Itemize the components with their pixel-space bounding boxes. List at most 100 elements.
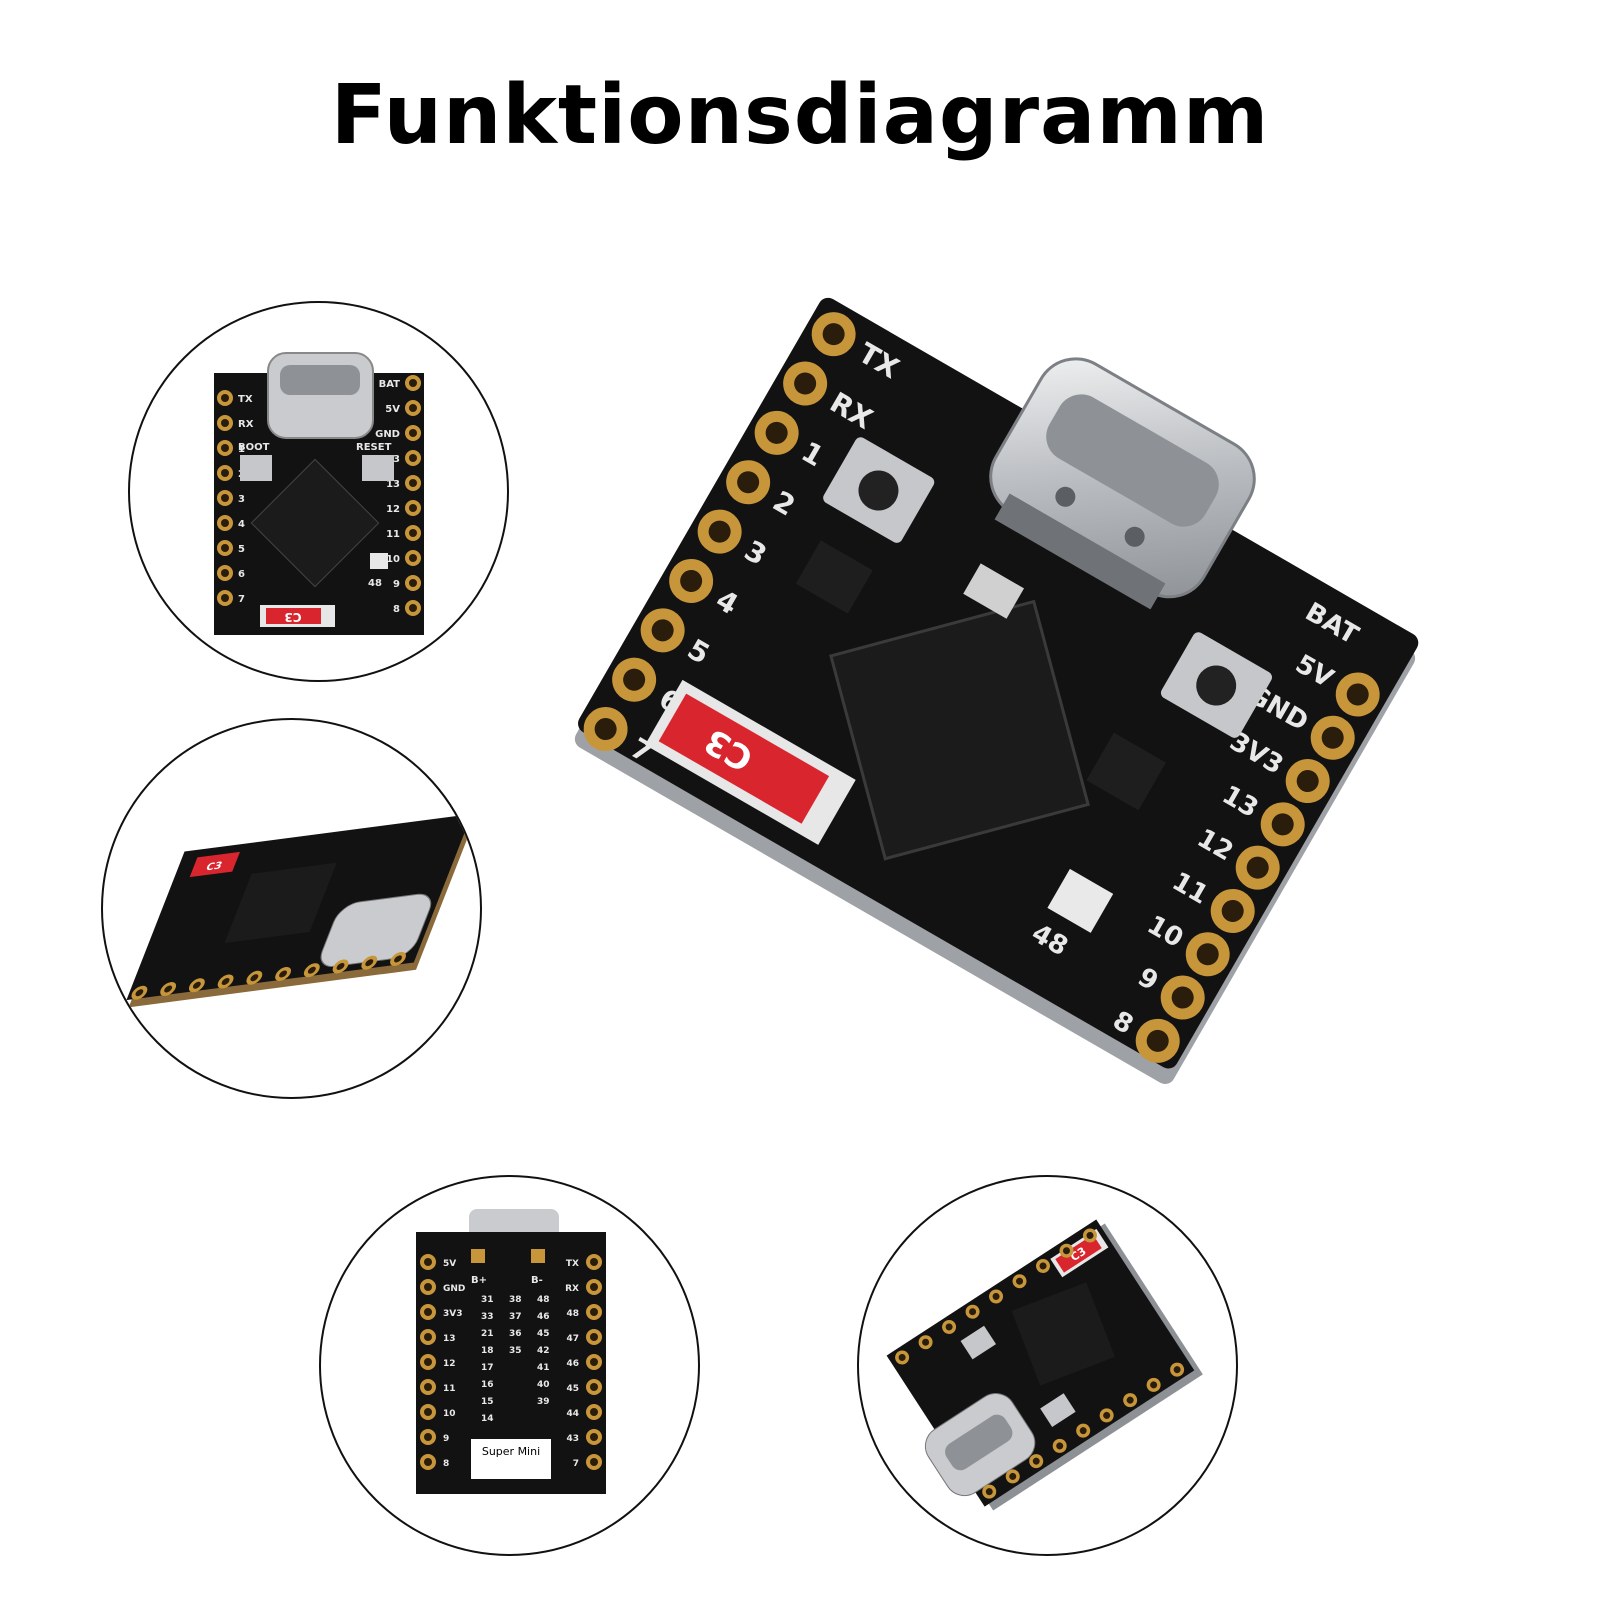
boot-button (240, 455, 272, 481)
pin-pad (811, 312, 856, 357)
pin-label: 36 (509, 1329, 522, 1339)
pin-label: 13 (1217, 780, 1263, 824)
pin-label: 9 (393, 579, 400, 590)
pin-pad (726, 460, 771, 505)
pin-pad (1210, 888, 1255, 933)
pin-label: 33 (481, 1312, 494, 1322)
pin-label: TX (238, 394, 253, 405)
pin-label: 8 (1108, 1006, 1139, 1041)
pin-label: 8 (443, 1459, 449, 1469)
pin-label: 38 (509, 1295, 522, 1305)
pin-label: 12 (386, 504, 400, 515)
pin-label: RX (565, 1284, 579, 1294)
pin-label: 9 (1133, 962, 1164, 997)
angled-view-photo: C3 (126, 813, 475, 1008)
pin-pad (640, 608, 685, 653)
pin-label: 11 (386, 529, 400, 540)
antenna-chip: C3 (645, 679, 856, 845)
pin-pad (1260, 802, 1305, 847)
rgb-led (1047, 868, 1114, 933)
pin-label: 12 (1192, 823, 1238, 867)
pin-label: 6 (653, 682, 686, 720)
pin-label: 48 (566, 1309, 579, 1319)
pin-label: TX (566, 1259, 579, 1269)
pin-pad (1135, 1018, 1180, 1063)
pin-pad (754, 410, 799, 455)
pin-label: 45 (566, 1384, 579, 1394)
battery-minus-pad (531, 1249, 545, 1263)
pin-label: 13 (443, 1334, 456, 1344)
boot-button (1040, 1393, 1076, 1427)
pin-label: 42 (537, 1346, 550, 1356)
battery-plus-label: B+ (471, 1275, 487, 1286)
pin-label: 3 (739, 534, 772, 572)
pin-label: 4 (238, 519, 245, 530)
led-label: 48 (1026, 918, 1072, 962)
antenna-chip (189, 851, 240, 878)
pin-label: 12 (443, 1359, 456, 1369)
pin-label: 10 (443, 1409, 456, 1419)
pin-label: 10 (1142, 910, 1188, 954)
pin-pad (783, 361, 828, 406)
reset-button (362, 455, 394, 481)
thumbnail-perspective-view: C3 (857, 1175, 1238, 1556)
antenna-chip (1055, 1234, 1102, 1273)
thumbnail-angled-view: C3 (101, 718, 482, 1099)
pin-label: 9 (443, 1434, 449, 1444)
pin-label: RX (238, 419, 254, 430)
pin-label: 13 (386, 479, 400, 490)
pin-label: 5V (443, 1259, 456, 1269)
pin-pad (1285, 759, 1330, 804)
back-label-box (471, 1439, 551, 1479)
rgb-led (370, 553, 388, 569)
pin-label: 1 (796, 435, 829, 473)
pin-label: 48 (537, 1295, 550, 1305)
mcu-chip (1011, 1282, 1115, 1386)
antenna-chip (266, 608, 321, 624)
pin-label: 40 (537, 1380, 550, 1390)
pin-label: 41 (537, 1363, 550, 1373)
pin-label: 11 (443, 1384, 456, 1394)
led-label: 48 (368, 578, 382, 589)
pin-label: 16 (481, 1380, 494, 1390)
pin-label: 5 (682, 632, 715, 670)
pin-label: 35 (509, 1346, 522, 1356)
reset-label: RESET (356, 442, 392, 453)
reset-button (960, 1325, 997, 1360)
pin-label: 46 (566, 1359, 579, 1369)
pin-label: TX (853, 336, 905, 385)
pin-label: 46 (537, 1312, 550, 1322)
pin-pad (583, 707, 628, 752)
pin-label: GND (375, 429, 400, 440)
pin-label: 3V3 (443, 1309, 463, 1319)
pin-label: 45 (537, 1329, 550, 1339)
pin-label: 7 (625, 731, 658, 769)
pin-pad (1335, 672, 1380, 717)
pin-label: 47 (566, 1334, 579, 1344)
battery-minus-label: B- (531, 1275, 543, 1286)
pin-label: 44 (566, 1409, 579, 1419)
pin-label: BAT (379, 379, 401, 390)
mcu-chip (250, 458, 380, 588)
reset-button (1160, 632, 1272, 738)
pin-label: GND (1242, 679, 1313, 737)
perspective-view-photo: C3 (886, 1219, 1203, 1511)
pin-label: 37 (509, 1312, 522, 1322)
pin-label: 5V (385, 404, 400, 415)
usb-c-connector (989, 357, 1256, 610)
pin-label: GND (443, 1284, 465, 1294)
boot-label: BOOT (238, 442, 270, 453)
pin-pad (1160, 975, 1205, 1020)
pin-pad (697, 509, 742, 554)
pin-label: 1 (238, 444, 245, 455)
pin-pad (1310, 715, 1355, 760)
pin-label: 7 (238, 594, 245, 605)
mcu-chip (224, 862, 337, 944)
pin-label: 6 (238, 569, 245, 580)
pin-label: 31 (481, 1295, 494, 1305)
